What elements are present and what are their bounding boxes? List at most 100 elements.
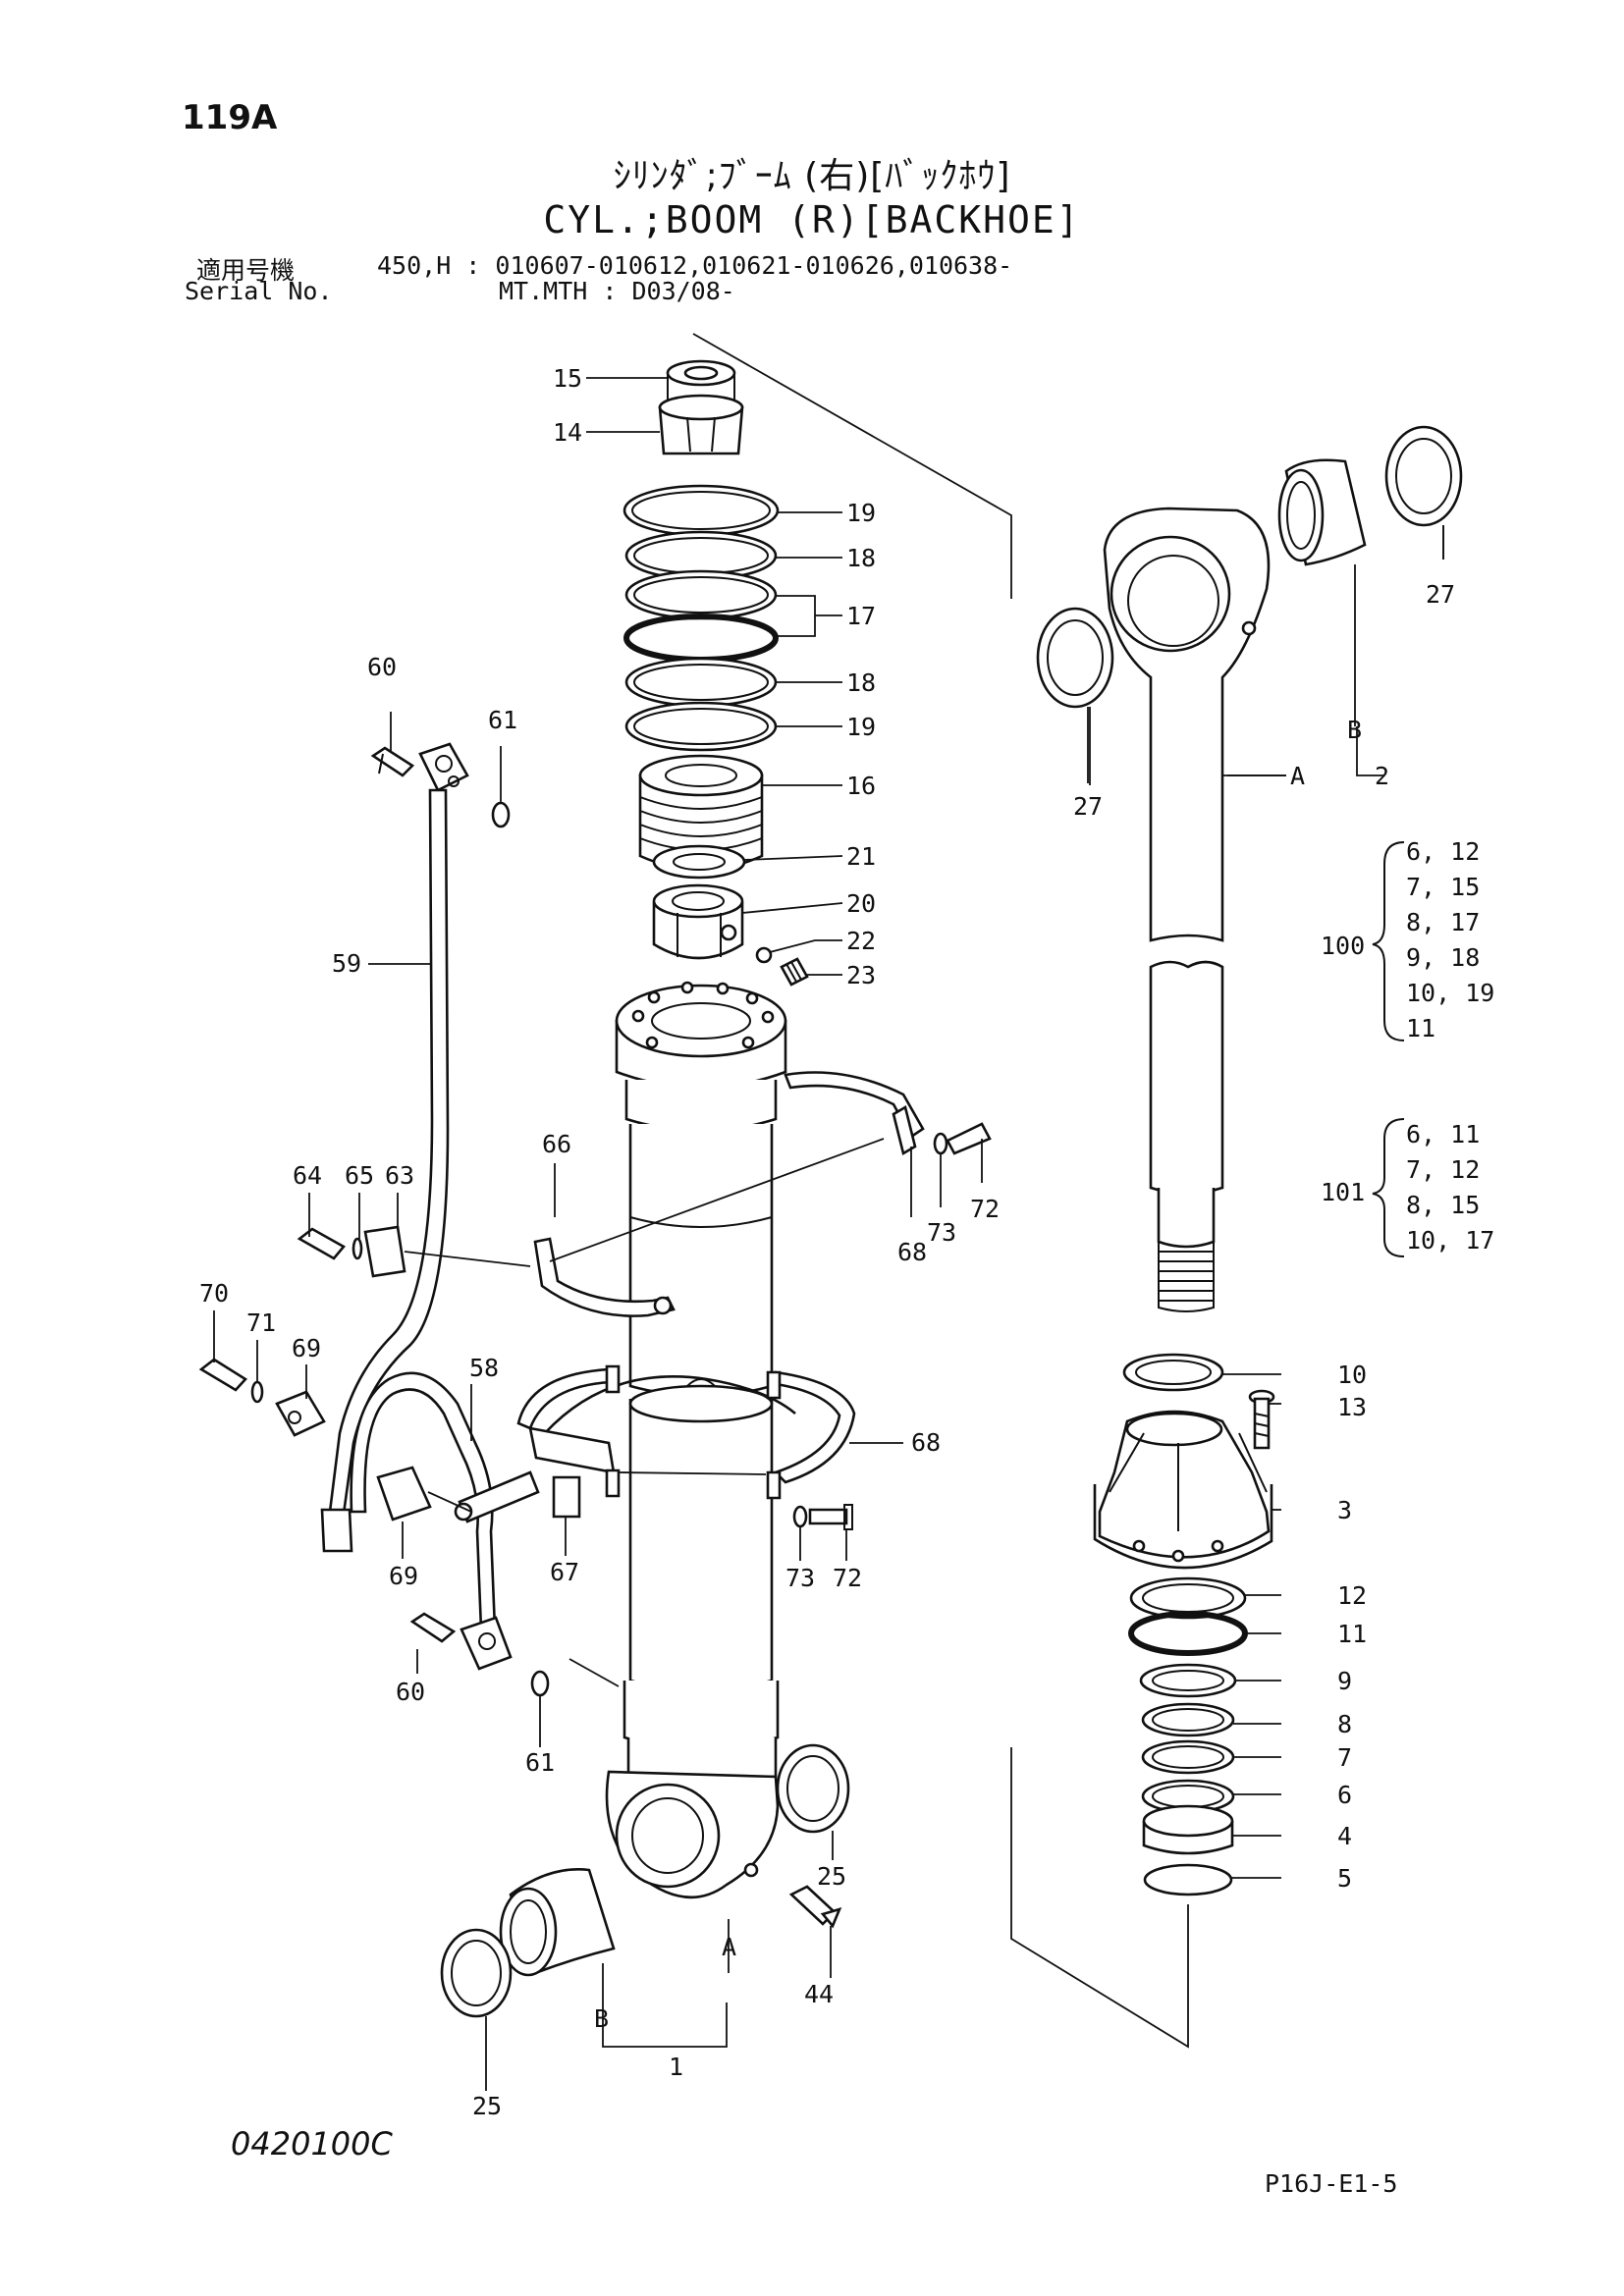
callout-72-upper: 72 xyxy=(970,1195,1000,1223)
callout-68-lower: 68 xyxy=(911,1428,941,1457)
part-grease-fitting-44 xyxy=(788,1885,842,1929)
part-ring-9 xyxy=(1139,1663,1237,1698)
callout-18-top: 18 xyxy=(846,544,876,572)
callout-23: 23 xyxy=(846,961,876,989)
part-dust-seal-15 xyxy=(666,359,736,402)
kit-100-line-6: 11 xyxy=(1406,1014,1435,1042)
kit-100-line-1: 6, 12 xyxy=(1406,837,1480,866)
part-bolt-70 xyxy=(198,1358,248,1392)
part-seal-25-left xyxy=(440,1928,513,2018)
callout-3: 3 xyxy=(1337,1496,1352,1524)
kit-101-line-4: 10, 17 xyxy=(1406,1226,1494,1255)
callout-69-lower: 69 xyxy=(389,1562,418,1590)
part-bolt-60-bottom xyxy=(409,1612,457,1643)
part-washer-73-upper xyxy=(933,1132,948,1155)
kit-101-line-2: 7, 12 xyxy=(1406,1155,1480,1184)
part-seal-27-left xyxy=(1036,607,1114,709)
callout-5: 5 xyxy=(1337,1864,1352,1893)
seal-kit-100: 100 6, 12 7, 15 8, 17 9, 18 10, 19 11 xyxy=(1321,837,1494,1042)
callout-numbers: 15 14 19 18 17 18 19 16 21 20 22 23 27 2… xyxy=(199,364,1455,2120)
callout-18-bottom: 18 xyxy=(846,668,876,697)
page-reference: P16J-E1-5 xyxy=(1265,2169,1398,2198)
kit-101-line-3: 8, 15 xyxy=(1406,1191,1480,1219)
kit-101-line-1: 6, 11 xyxy=(1406,1120,1480,1148)
callout-1: 1 xyxy=(669,2053,683,2081)
part-oring-11 xyxy=(1128,1611,1248,1656)
callout-7: 7 xyxy=(1337,1743,1352,1772)
part-ring-8 xyxy=(1141,1702,1235,1737)
part-bracket-63 xyxy=(363,1225,406,1278)
part-ring-19-top xyxy=(623,484,780,537)
part-washer-73-lower xyxy=(792,1505,808,1528)
part-oring-61-top xyxy=(491,801,511,828)
callout-58: 58 xyxy=(469,1354,499,1382)
callout-44: 44 xyxy=(804,1980,834,2008)
callout-25-left: 25 xyxy=(472,2092,502,2120)
part-bracket-69-upper xyxy=(275,1390,326,1437)
callout-67: 67 xyxy=(550,1558,579,1586)
callout-20: 20 xyxy=(846,889,876,918)
callout-61-top: 61 xyxy=(488,706,517,734)
callout-69-upper: 69 xyxy=(292,1334,321,1362)
callout-73-lower: 73 xyxy=(785,1564,815,1592)
callout-21: 21 xyxy=(846,842,876,871)
part-bolt-13 xyxy=(1248,1389,1275,1450)
callout-22: 22 xyxy=(846,927,876,955)
callout-19-bottom: 19 xyxy=(846,713,876,741)
part-seal-27-right xyxy=(1384,425,1463,527)
part-ring-7 xyxy=(1141,1739,1235,1775)
part-set-screw-23 xyxy=(780,957,809,987)
kit-101-label: 101 xyxy=(1321,1178,1365,1206)
callout-27-left: 27 xyxy=(1073,792,1103,821)
kit-100-line-2: 7, 15 xyxy=(1406,873,1480,901)
callout-73-upper: 73 xyxy=(927,1218,956,1247)
callout-71: 71 xyxy=(246,1308,276,1337)
part-flange-bottom xyxy=(460,1616,513,1671)
part-ring-18-bottom xyxy=(624,657,778,708)
part-washer-21 xyxy=(652,844,746,880)
callout-59: 59 xyxy=(332,949,361,978)
seal-kit-101: 101 6, 11 7, 12 8, 15 10, 17 xyxy=(1321,1118,1494,1257)
part-piston-16 xyxy=(638,754,764,872)
part-rod-cover-3 xyxy=(1093,1410,1273,1570)
part-seal-25-right xyxy=(776,1743,850,1834)
part-bolt-72-lower xyxy=(808,1504,853,1530)
callout-61-bottom: 61 xyxy=(525,1748,555,1777)
part-piston-rod-2 xyxy=(1103,507,1271,1312)
callout-2: 2 xyxy=(1375,762,1389,790)
callout-63: 63 xyxy=(385,1161,414,1190)
kit-100-line-3: 8, 17 xyxy=(1406,908,1480,936)
part-bushing-14 xyxy=(658,394,744,455)
callout-14: 14 xyxy=(553,418,582,447)
kit-100-line-5: 10, 19 xyxy=(1406,979,1494,1007)
callout-70: 70 xyxy=(199,1279,229,1308)
part-pipe-58 xyxy=(350,1371,497,1631)
part-washer-71 xyxy=(250,1380,264,1404)
callout-68-upper: 68 xyxy=(897,1238,927,1266)
callout-11: 11 xyxy=(1337,1620,1367,1648)
part-bolt-64 xyxy=(297,1227,531,1267)
drawing-code: 0420100C xyxy=(231,2125,393,2163)
serial-range-line1: 450,H : 010607-010612,010621-010626,0106… xyxy=(377,251,1013,280)
part-bracket-69-lower xyxy=(376,1466,472,1522)
title-english: CYL.;BOOM (R)[BACKHOE] xyxy=(543,198,1081,241)
callout-60-top: 60 xyxy=(367,653,397,681)
callout-B-tube: B xyxy=(594,2004,609,2033)
callout-19-top: 19 xyxy=(846,499,876,527)
callout-72-lower: 72 xyxy=(833,1564,862,1592)
part-rod-eye-bushing-B xyxy=(1277,458,1367,566)
callout-65: 65 xyxy=(345,1161,374,1190)
part-pipe-59 xyxy=(320,788,450,1553)
callout-A-tube: A xyxy=(722,1933,736,1961)
page-number: 119A xyxy=(182,98,278,137)
callout-27-right: 27 xyxy=(1426,580,1455,609)
callout-17: 17 xyxy=(846,602,876,630)
callout-66: 66 xyxy=(542,1130,571,1158)
serial-range-line2: MT.MTH : D03/08- xyxy=(499,277,735,305)
callout-15: 15 xyxy=(553,364,582,393)
callout-6: 6 xyxy=(1337,1781,1352,1809)
callout-13: 13 xyxy=(1337,1393,1367,1421)
serial-label-english: Serial No. xyxy=(185,277,333,305)
callout-A-rod: A xyxy=(1290,762,1305,790)
